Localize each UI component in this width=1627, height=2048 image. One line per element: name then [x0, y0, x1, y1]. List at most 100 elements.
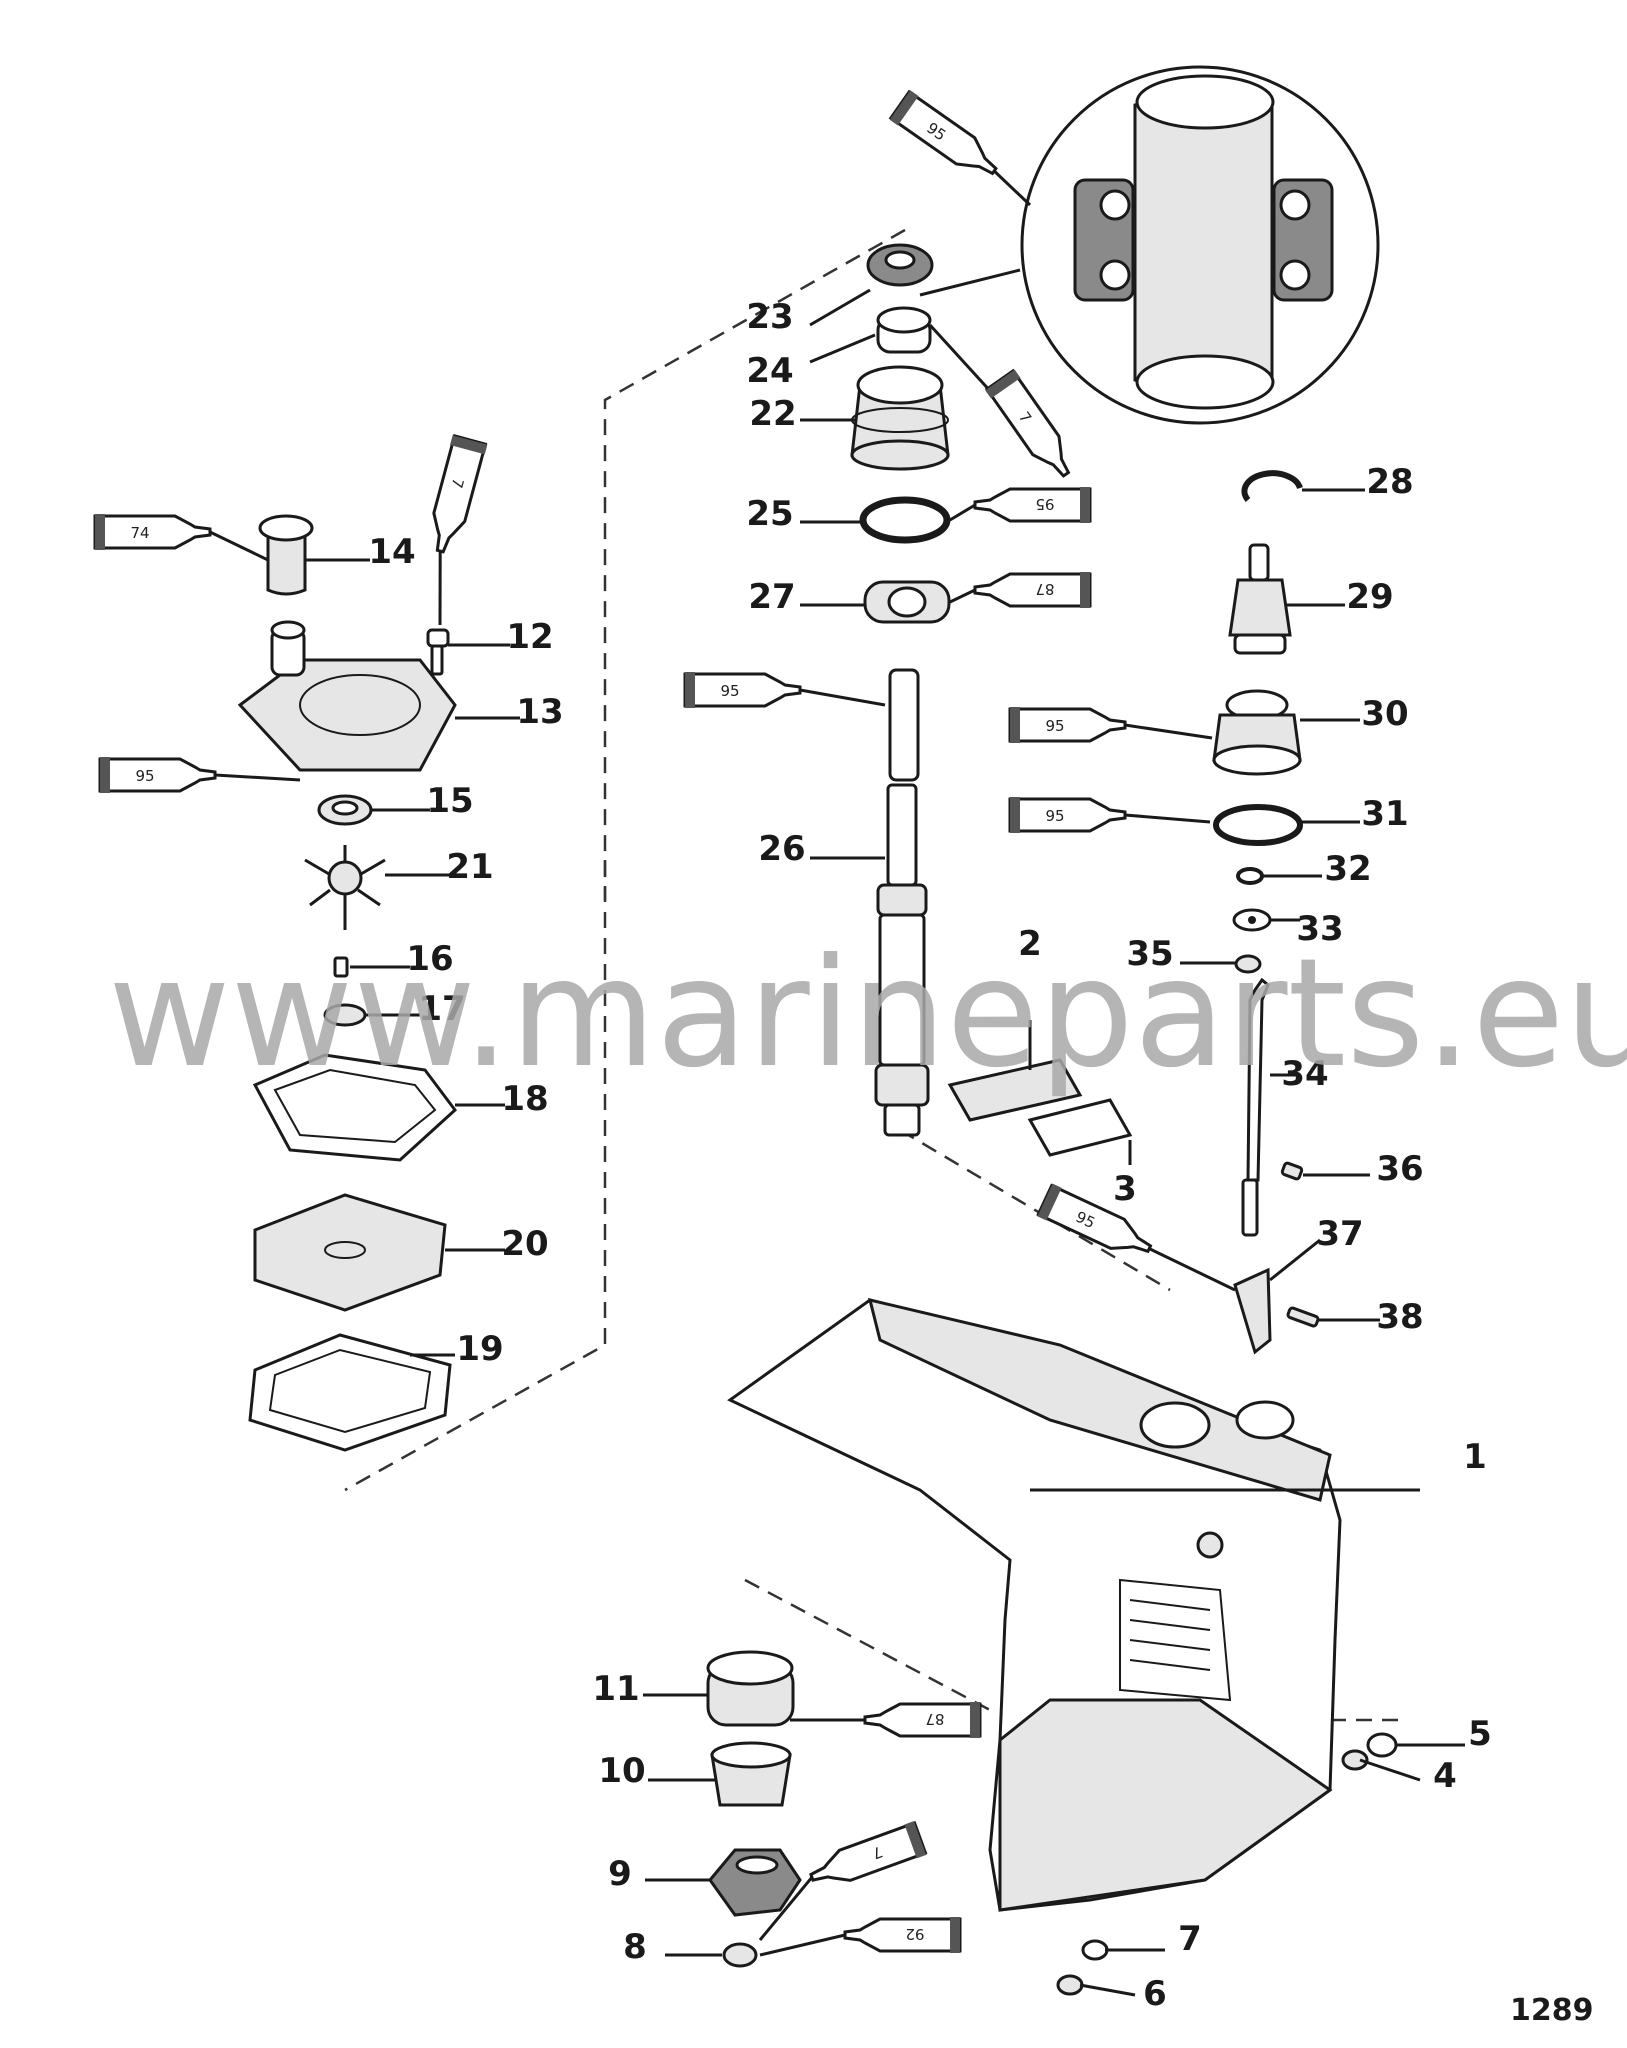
- shift-shaft-coupler-29: [1228, 543, 1292, 655]
- sealant-tube-t87-27: 87: [973, 572, 1092, 608]
- callout-21: 21: [446, 847, 493, 887]
- callout-38: 38: [1376, 1297, 1423, 1337]
- callout-6: 6: [1143, 1974, 1167, 2014]
- callout-5: 5: [1468, 1714, 1492, 1754]
- tube-leader-t95-top: [993, 169, 1032, 207]
- pinion-bearing-10: [710, 1741, 792, 1807]
- callout-29: 29: [1346, 577, 1393, 617]
- callout-20: 20: [501, 1224, 548, 1264]
- drive-shaft-26: [874, 668, 930, 1137]
- callout-24: 24: [746, 351, 793, 391]
- shim-3: [1027, 1098, 1133, 1157]
- tube-leader-t87-27: [949, 588, 976, 604]
- pin-38: [1286, 1306, 1320, 1328]
- sealant-tube-t95-37: 95: [1036, 1183, 1153, 1254]
- callout-18: 18: [501, 1079, 548, 1119]
- shift-bushing-30: [1212, 689, 1302, 776]
- water-tube-seal-22: [850, 365, 950, 471]
- callout-1: 1: [1463, 1437, 1487, 1477]
- tube-leader-t92-8: [759, 1933, 846, 1957]
- pinion-gear-9: [708, 1848, 802, 1917]
- washer-7: [1081, 1939, 1109, 1961]
- impeller-21: [304, 845, 386, 930]
- nut-4: [1341, 1749, 1369, 1771]
- water-tube-seal-14: [258, 514, 314, 596]
- callout-26: 26: [758, 829, 805, 869]
- callout-15: 15: [426, 781, 473, 821]
- callout-25: 25: [746, 494, 793, 534]
- tube-leader-t95-31: [1124, 813, 1211, 824]
- callout-10: 10: [598, 1751, 645, 1791]
- key-16: [333, 956, 349, 978]
- bearing-cup-11: [706, 1650, 795, 1727]
- water-pump-body-13: [237, 620, 457, 772]
- tube-code-t95-13: 95: [135, 767, 154, 785]
- gearcase-housing-1: [727, 1297, 1342, 1912]
- sealant-tube-t95-25: 95: [973, 487, 1092, 523]
- callout-11: 11: [592, 1669, 639, 1709]
- callout-3: 3: [1113, 1169, 1137, 1209]
- tube-code-t95-30: 95: [1045, 717, 1064, 735]
- callout-8: 8: [623, 1927, 647, 1967]
- callout-labels: 1234567891011121314151617181920212223242…: [368, 297, 1492, 2014]
- callout-32: 32: [1324, 849, 1371, 889]
- callout-13: 13: [516, 692, 563, 732]
- callout-37: 37: [1316, 1214, 1363, 1254]
- tube-leader-t74-14: [209, 530, 269, 562]
- face-plate-20: [253, 1193, 447, 1312]
- sealant-tube-t7-12: 7: [432, 434, 488, 554]
- gasket-19: [248, 1333, 452, 1452]
- nut-6: [1056, 1974, 1084, 1996]
- sealant-tube-t92-8: 92: [843, 1917, 962, 1953]
- callout-2: 2: [1018, 924, 1042, 964]
- tube-code-t74-14: 74: [130, 524, 149, 542]
- o-ring-32: [1236, 867, 1264, 885]
- tube-code-t87-27: 87: [1035, 580, 1054, 598]
- seal-detail-magnifier: [919, 65, 1380, 425]
- callout-27: 27: [748, 577, 795, 617]
- washer-5: [1366, 1732, 1398, 1758]
- tube-leader-t95-13: [214, 773, 301, 782]
- callout-36: 36: [1376, 1149, 1423, 1189]
- sealant-tube-t7-8: 7: [809, 1821, 928, 1882]
- callout-16: 16: [406, 939, 453, 979]
- callout-33: 33: [1296, 909, 1343, 949]
- tube-code-t95-25: 95: [1035, 495, 1054, 513]
- tube-leader-t95-30: [1124, 723, 1213, 740]
- sealant-tube-t95-26: 95: [683, 672, 802, 708]
- sealant-tube-t95-top: 95: [888, 89, 998, 176]
- callout-9: 9: [608, 1854, 632, 1894]
- tube-code-t92-8: 92: [905, 1925, 924, 1943]
- shift-cam-37: [1233, 1267, 1272, 1355]
- o-ring-25: [859, 496, 951, 544]
- nut-8: [722, 1942, 758, 1968]
- shift-shaft-34: [1241, 977, 1270, 1237]
- gasket-18: [252, 1053, 458, 1162]
- seal-23: [866, 243, 934, 287]
- oil-seal-24: [876, 306, 932, 354]
- sealant-tube-t95-31: 95: [1008, 797, 1127, 833]
- tube-leader-t7-8: [758, 1876, 814, 1941]
- tube-code-t95-26: 95: [720, 682, 739, 700]
- screw-12: [426, 628, 450, 676]
- tube-leader-t95-37: [1148, 1247, 1236, 1292]
- callout-14: 14: [368, 532, 415, 572]
- callout-19: 19: [456, 1329, 503, 1369]
- tube-code-t7-12: 7: [447, 476, 467, 490]
- tube-code-t95-31: 95: [1045, 807, 1064, 825]
- callout-34: 34: [1281, 1054, 1328, 1094]
- tube-leader-t95-25: [949, 503, 976, 522]
- insert-15: [317, 794, 373, 826]
- shim-2: [947, 1058, 1083, 1122]
- callout-7: 7: [1178, 1919, 1202, 1959]
- screw-36: [1280, 1161, 1304, 1181]
- callout-28: 28: [1366, 462, 1413, 502]
- o-ring-31: [1213, 804, 1303, 846]
- callout-22: 22: [749, 394, 796, 434]
- callout-12: 12: [506, 617, 553, 657]
- callout-23: 23: [746, 297, 793, 337]
- leader-lines: [305, 288, 1465, 1997]
- tube-leader-t95-26: [799, 688, 886, 707]
